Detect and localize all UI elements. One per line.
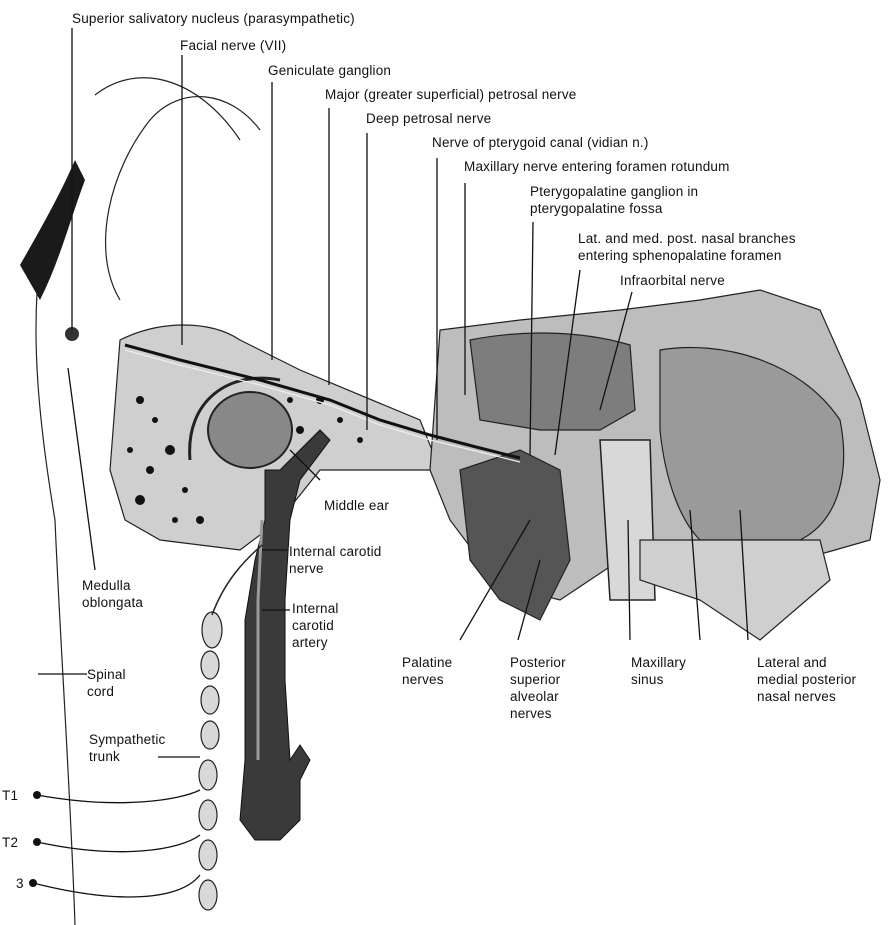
label-line: nerve — [289, 560, 382, 577]
label-maxillary-sinus: Maxillary sinus — [631, 654, 686, 688]
label-line: Medulla — [82, 577, 143, 594]
label-facial-nerve: Facial nerve (VII) — [180, 37, 286, 54]
label-infraorbital-nerve: Infraorbital nerve — [620, 272, 725, 289]
label-deep-petrosal-nerve: Deep petrosal nerve — [366, 110, 491, 127]
label-post-nasal-branches: Lat. and med. post. nasal branches enter… — [578, 230, 796, 264]
label-major-petrosal-nerve: Major (greater superficial) petrosal ner… — [325, 86, 577, 103]
label-pterygopalatine-ganglion: Pterygopalatine ganglion in pterygopalat… — [530, 183, 698, 217]
label-line: nerves — [402, 671, 452, 688]
vertebral-level-dots — [29, 791, 41, 887]
sphenoid-sinus — [470, 333, 635, 430]
label-spinal-cord: Spinal cord — [87, 666, 126, 700]
label-line: sinus — [631, 671, 686, 688]
salivatory-nucleus-region — [20, 160, 85, 300]
middle-ear-cavity — [208, 392, 292, 468]
label-internal-carotid-artery: Internal carotid artery — [292, 600, 339, 651]
label-line: superior — [510, 671, 566, 688]
label-line: Internal carotid — [289, 543, 382, 560]
label-line: pterygopalatine fossa — [530, 200, 698, 217]
label-nerve-of-pterygoid-canal: Nerve of pterygoid canal (vidian n.) — [432, 134, 649, 151]
label-line: Lat. and med. post. nasal branches — [578, 230, 796, 247]
label-line: artery — [292, 634, 339, 651]
label-line: Internal — [292, 600, 339, 617]
label-line: Lateral and — [757, 654, 856, 671]
label-t3: 3 — [16, 875, 24, 892]
label-line: alveolar — [510, 688, 566, 705]
label-maxillary-nerve: Maxillary nerve entering foramen rotundu… — [464, 158, 730, 175]
label-line: oblongata — [82, 594, 143, 611]
label-posterior-superior-alveolar-nerves: Posterior superior alveolar nerves — [510, 654, 566, 722]
label-line: medial posterior — [757, 671, 856, 688]
label-line: Pterygopalatine ganglion in — [530, 183, 698, 200]
sympathetic-trunk-chain — [199, 612, 222, 910]
label-line: nasal nerves — [757, 688, 856, 705]
label-line: Sympathetic — [89, 731, 165, 748]
label-line: nerves — [510, 705, 566, 722]
label-line: Spinal — [87, 666, 126, 683]
label-line: Posterior — [510, 654, 566, 671]
label-palatine-nerves: Palatine nerves — [402, 654, 452, 688]
label-middle-ear: Middle ear — [324, 497, 389, 514]
label-internal-carotid-nerve: Internal carotid nerve — [289, 543, 382, 577]
palate — [640, 540, 830, 640]
label-line: Maxillary — [631, 654, 686, 671]
label-line: entering sphenopalatine foramen — [578, 247, 796, 264]
label-line: carotid — [292, 617, 339, 634]
label-medulla-oblongata: Medulla oblongata — [82, 577, 143, 611]
label-line: Palatine — [402, 654, 452, 671]
label-line: cord — [87, 683, 126, 700]
label-geniculate-ganglion: Geniculate ganglion — [268, 62, 391, 79]
label-lateral-medial-posterior-nasal-nerves: Lateral and medial posterior nasal nerve… — [757, 654, 856, 705]
label-t2: T2 — [2, 834, 18, 851]
label-line: trunk — [89, 748, 165, 765]
label-sympathetic-trunk: Sympathetic trunk — [89, 731, 165, 765]
label-t1: T1 — [2, 787, 18, 804]
label-superior-salivatory-nucleus: Superior salivatory nucleus (parasympath… — [72, 10, 355, 27]
